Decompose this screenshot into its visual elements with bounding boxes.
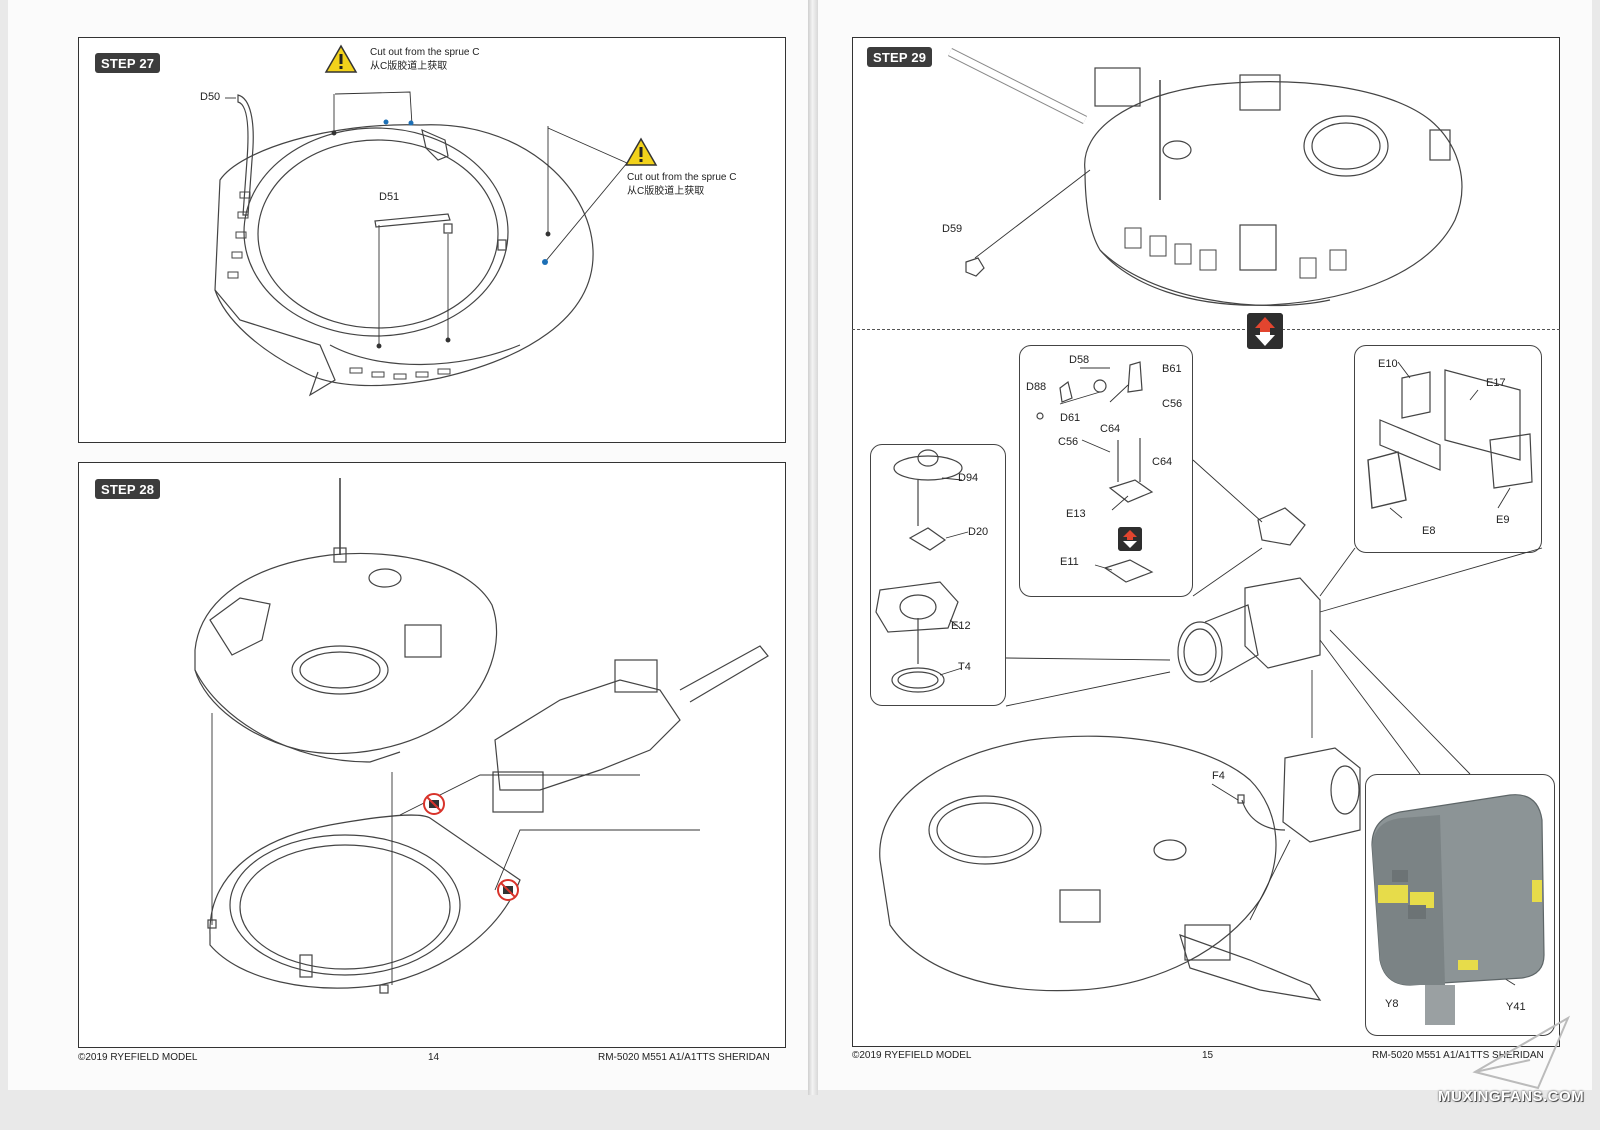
step27-badge: STEP 27 <box>95 53 161 73</box>
part-label-c64: C64 <box>1100 423 1121 435</box>
part-label-d20: D20 <box>968 526 989 538</box>
part-label-d88: D88 <box>1026 381 1047 393</box>
section-divider <box>852 329 1560 330</box>
watermark-text: MUXINGFANS.COM <box>1438 1088 1585 1105</box>
part-label-e12: E12 <box>951 620 971 632</box>
footer-copyright: ©2019 RYEFIELD MODEL <box>78 1052 198 1063</box>
sprue-note-en: Cut out from the sprue C <box>627 172 737 183</box>
sprue-note-zh: 从C版胶道上获取 <box>627 186 705 197</box>
footer-copyright: ©2019 RYEFIELD MODEL <box>852 1050 972 1061</box>
part-label-y41: Y41 <box>1506 1001 1526 1013</box>
part-label-y8: Y8 <box>1385 998 1399 1010</box>
part-label-d61: D61 <box>1060 412 1081 424</box>
part-label-c56: C56 <box>1058 436 1079 448</box>
part-label-e11: E11 <box>1060 556 1079 568</box>
part-label-e8: E8 <box>1422 525 1436 537</box>
part-label-e10: E10 <box>1378 358 1398 370</box>
part-label-d51: D51 <box>379 191 400 203</box>
part-label-c64: C64 <box>1152 456 1173 468</box>
page-gutter <box>808 0 818 1095</box>
warning-triangle-icon <box>624 137 658 166</box>
part-label-e17: E17 <box>1486 377 1506 389</box>
callout-light-parts <box>870 444 1006 706</box>
part-label-d58: D58 <box>1069 354 1090 366</box>
part-label-b61: B61 <box>1162 363 1182 375</box>
footer-page-number: 14 <box>428 1052 440 1063</box>
callout-housing-parts <box>1354 345 1542 553</box>
part-label-d50: D50 <box>200 91 221 103</box>
step27-panel <box>78 37 786 443</box>
part-label-d59: D59 <box>942 223 963 235</box>
part-label-e13: E13 <box>1066 508 1086 520</box>
swap-up-down-icon <box>1247 313 1283 349</box>
sprue-note-en: Cut out from the sprue C <box>370 47 480 58</box>
warning-triangle-icon <box>324 44 358 73</box>
footer-model-name: RM-5020 M551 A1/A1TTS SHERIDAN <box>1372 1050 1544 1061</box>
part-label-t4: T4 <box>958 661 971 673</box>
swap-up-down-icon <box>1118 527 1142 551</box>
footer-page-number: 15 <box>1202 1050 1214 1061</box>
step29-badge: STEP 29 <box>867 47 933 67</box>
part-label-d94: D94 <box>958 472 979 484</box>
part-label-f4: F4 <box>1212 770 1225 782</box>
part-label-e9: E9 <box>1496 514 1510 526</box>
step28-badge: STEP 28 <box>95 479 161 499</box>
part-label-c56: C56 <box>1162 398 1183 410</box>
footer-model-name: RM-5020 M551 A1/A1TTS SHERIDAN <box>598 1052 770 1063</box>
sprue-note-zh: 从C版胶道上获取 <box>370 61 448 72</box>
